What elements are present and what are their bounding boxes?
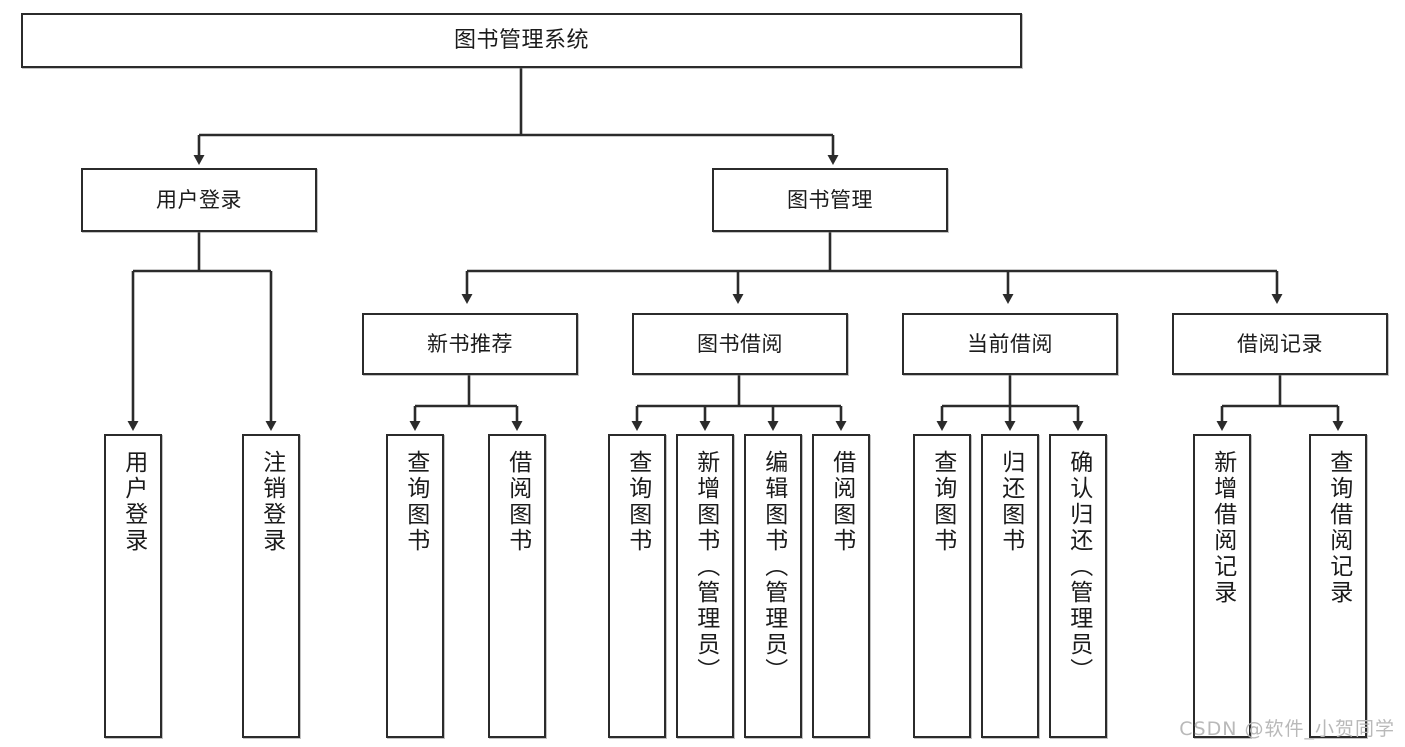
- node-label: 注销登录: [258, 450, 285, 554]
- node-leaf-return-book[interactable]: 归还图书: [981, 434, 1039, 738]
- node-leaf-borrow-book-recommend[interactable]: 借阅图书: [488, 434, 546, 738]
- node-book-manage[interactable]: 图书管理: [712, 168, 948, 232]
- node-label: 编辑图书（管理员）: [760, 450, 787, 684]
- node-label: 新增图书（管理员）: [692, 450, 719, 684]
- node-leaf-add-borrow-record[interactable]: 新增借阅记录: [1193, 434, 1251, 738]
- node-current-borrow[interactable]: 当前借阅: [902, 313, 1118, 375]
- node-leaf-borrow-book[interactable]: 借阅图书: [812, 434, 870, 738]
- node-label: 归还图书: [997, 450, 1024, 554]
- node-leaf-logout-login[interactable]: 注销登录: [242, 434, 300, 738]
- node-leaf-edit-book[interactable]: 编辑图书（管理员）: [744, 434, 802, 738]
- node-label: 新增借阅记录: [1209, 450, 1236, 606]
- node-leaf-query-borrow-record[interactable]: 查询借阅记录: [1309, 434, 1367, 738]
- node-label: 用户登录: [120, 450, 147, 554]
- node-leaf-query-book-borrow[interactable]: 查询图书: [608, 434, 666, 738]
- node-leaf-confirm-return[interactable]: 确认归还（管理员）: [1049, 434, 1107, 738]
- node-book-borrow[interactable]: 图书借阅: [632, 313, 848, 375]
- node-label: 借阅记录: [1237, 331, 1323, 356]
- node-label: 查询图书: [624, 450, 651, 554]
- node-label: 借阅图书: [828, 450, 855, 554]
- node-label: 当前借阅: [967, 331, 1053, 356]
- node-new-book-recommend[interactable]: 新书推荐: [362, 313, 578, 375]
- node-leaf-query-book-current[interactable]: 查询图书: [913, 434, 971, 738]
- node-label: 图书借阅: [697, 331, 783, 356]
- node-root-library-system[interactable]: 图书管理系统: [21, 13, 1022, 68]
- node-label: 图书管理系统: [453, 27, 589, 53]
- node-borrow-record[interactable]: 借阅记录: [1172, 313, 1388, 375]
- node-label: 用户登录: [156, 187, 242, 212]
- node-user-login[interactable]: 用户登录: [81, 168, 317, 232]
- node-label: 图书管理: [787, 187, 873, 212]
- node-leaf-user-login[interactable]: 用户登录: [104, 434, 162, 738]
- node-label: 借阅图书: [504, 450, 531, 554]
- node-label: 确认归还（管理员）: [1065, 450, 1092, 684]
- node-leaf-add-book[interactable]: 新增图书（管理员）: [676, 434, 734, 738]
- node-leaf-query-book-recommend[interactable]: 查询图书: [386, 434, 444, 738]
- node-label: 查询图书: [929, 450, 956, 554]
- node-label: 查询借阅记录: [1325, 450, 1352, 606]
- node-label: 新书推荐: [427, 331, 513, 356]
- node-label: 查询图书: [402, 450, 429, 554]
